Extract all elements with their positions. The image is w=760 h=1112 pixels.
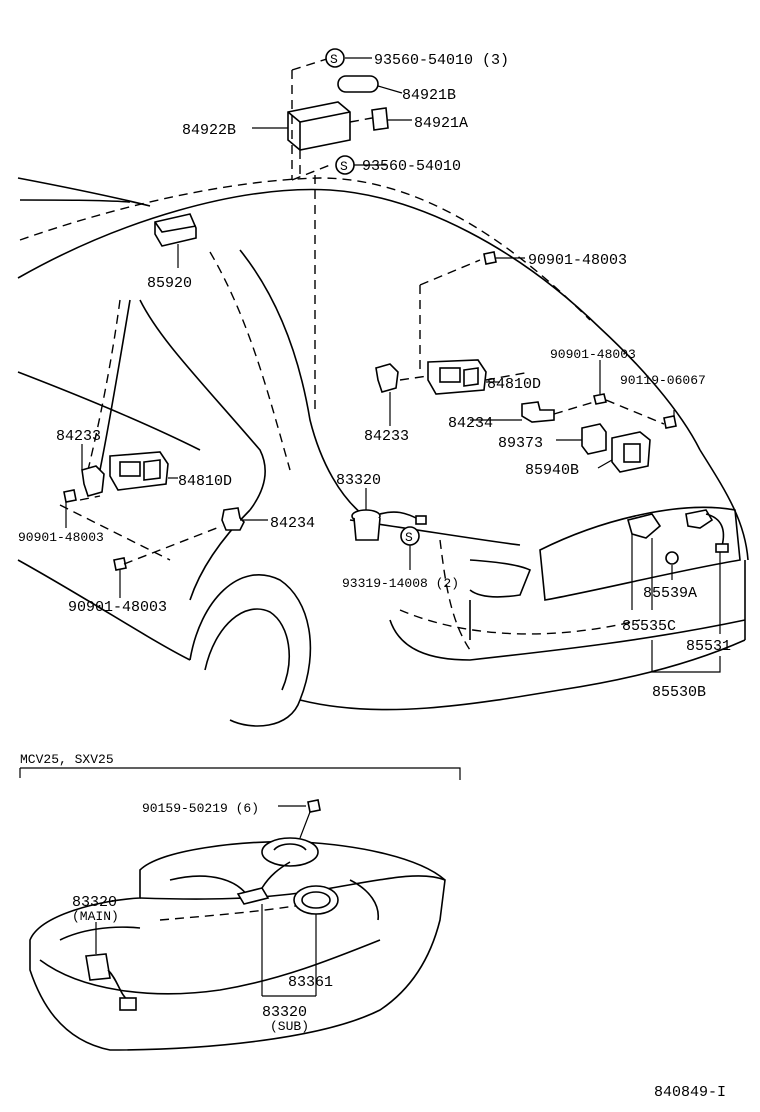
fuel-tank xyxy=(29,840,446,1051)
callout-84233-right: 84233 xyxy=(364,428,409,445)
pump-83320-upper xyxy=(351,488,427,541)
pump-flange xyxy=(261,799,321,867)
callout-90901-48003-left: 90901-48003 xyxy=(18,530,104,545)
leader-lines xyxy=(65,57,675,598)
callout-90901-48003-mid: 90901-48003 xyxy=(550,347,636,362)
pump-83320-main xyxy=(85,922,137,1011)
callout-sub-note: (SUB) xyxy=(270,1019,309,1034)
bracket-84233-left xyxy=(81,465,105,497)
callout-83320-upper: 83320 xyxy=(336,472,381,489)
callout-83320-main: 83320 xyxy=(72,894,117,911)
callout-85920: 85920 xyxy=(147,275,192,292)
callout-85535C: 85535C xyxy=(622,618,676,635)
callout-83361: 83361 xyxy=(288,974,333,991)
screw-symbol-text: S xyxy=(340,159,348,174)
callout-84234-right: 84234 xyxy=(448,415,493,432)
socket-85535C xyxy=(627,513,662,539)
callout-84921B: 84921B xyxy=(402,87,456,104)
callout-84922B: 84922B xyxy=(182,122,236,139)
sender-gauge-sub xyxy=(236,861,291,905)
callout-84810D-left: 84810D xyxy=(178,473,232,490)
callout-89373: 89373 xyxy=(498,435,543,452)
bulb-85539A xyxy=(665,551,679,565)
callout-85530B: 85530B xyxy=(652,684,706,701)
part-85920-module xyxy=(154,213,197,268)
bolt-left-2 xyxy=(113,557,127,571)
callout-85539A: 85539A xyxy=(643,585,697,602)
bolt-left-1 xyxy=(63,489,77,503)
callout-83320-sub: 83320 xyxy=(262,1004,307,1021)
stop-lamp-assembly xyxy=(287,57,389,410)
callout-main-note: (MAIN) xyxy=(72,909,119,924)
bracket-85530B xyxy=(651,640,721,673)
bolt-top-right xyxy=(483,251,497,265)
relay-85940B xyxy=(611,431,651,473)
callout-90901-48003-lower: 90901-48003 xyxy=(68,599,167,616)
clip-84234-left xyxy=(221,507,245,531)
bolt-right-2 xyxy=(663,415,677,429)
callout-85940B: 85940B xyxy=(525,462,579,479)
screw-symbol-top: S xyxy=(325,48,345,68)
switch-84810D-right xyxy=(427,359,487,395)
callout-84810D-right: 84810D xyxy=(487,376,541,393)
callout-93560-54010-3: 93560-54010 (3) xyxy=(374,52,509,69)
gasket-83361 xyxy=(293,885,339,970)
callout-90159-50219-6: 90159-50219 (6) xyxy=(142,801,259,816)
bracket-84233-right xyxy=(375,363,399,393)
callout-85531: 85531 xyxy=(686,638,731,655)
screw-symbol-text: S xyxy=(405,530,413,545)
bracket-83320-sub xyxy=(261,904,317,997)
callout-84234-left: 84234 xyxy=(270,515,315,532)
section-label: MCV25, SXV25 xyxy=(20,752,114,767)
callout-90119-06067: 90119-06067 xyxy=(620,373,706,388)
relay-89373 xyxy=(581,423,607,455)
screw-symbol-text: S xyxy=(330,52,338,67)
callout-84233-left: 84233 xyxy=(56,428,101,445)
socket-85531 xyxy=(685,509,729,553)
callout-93319-14008-2: 93319-14008 (2) xyxy=(342,576,459,591)
callout-90901-48003-top: 90901-48003 xyxy=(528,252,627,269)
screw-symbol-mid: S xyxy=(335,155,355,175)
callout-93560-54010: 93560-54010 xyxy=(362,158,461,175)
switch-84810D-left xyxy=(109,451,169,491)
diagram-code: 840849-I xyxy=(654,1084,726,1101)
section-bracket xyxy=(19,767,461,780)
bolt-right-1 xyxy=(593,360,607,405)
clip-84234-right xyxy=(521,401,555,423)
screw-symbol-low: S xyxy=(400,526,420,546)
callout-84921A: 84921A xyxy=(414,115,468,132)
